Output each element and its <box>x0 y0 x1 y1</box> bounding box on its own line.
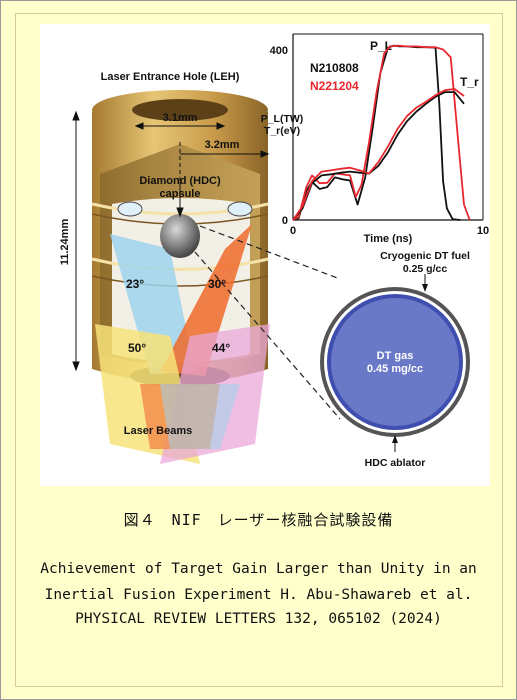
zoom-line-top <box>199 225 341 280</box>
pulse-chart: 0 400 0 10 Time (ns) P_L(TW) T_r(eV) N21… <box>261 33 489 245</box>
beam-23 <box>110 234 195 374</box>
fuel-label-2: 0.25 g/cc <box>403 263 448 275</box>
angle-23-label: 23° <box>126 277 144 291</box>
capsule <box>160 214 200 258</box>
window-left <box>117 201 143 217</box>
leh-opening <box>132 99 228 121</box>
x-axis-label: Time (ns) <box>364 233 413 245</box>
series-line-3 <box>292 88 465 221</box>
capsule-cross-section <box>320 274 470 452</box>
beams-label: Laser Beams <box>124 425 193 437</box>
angle-30-label: 30° <box>208 277 226 291</box>
series-line-2 <box>292 91 465 221</box>
ablator-pointer-arrow <box>392 435 398 443</box>
figure-caption: 図４ NIF レーザー核融合試験設備 <box>123 511 394 529</box>
series-layer <box>292 44 471 221</box>
angle-44-label: 44° <box>212 341 230 355</box>
dimension-lines <box>72 110 270 372</box>
window-right <box>227 201 253 217</box>
dim-height-label: 11.24mm <box>59 219 71 266</box>
fuel-pointer-arrow <box>422 284 428 292</box>
angle-50-label: 50° <box>128 341 146 355</box>
citation-line-1: Achievement of Target Gain Larger than U… <box>40 561 477 577</box>
dim-leh-arrow-right <box>216 122 226 130</box>
dim-height-arrow-bottom <box>72 361 80 372</box>
y-axis-label-power: P_L(TW) <box>261 113 304 125</box>
figure-panel: Laser Entrance Hole (LEH) 3.1mm 3.2mm 11… <box>40 24 490 486</box>
beam-bottom-blue <box>160 384 240 449</box>
ring-middle-shadow <box>91 275 269 287</box>
diagram-labels: Laser Entrance Hole (LEH) 3.1mm 3.2mm 11… <box>59 71 470 469</box>
legend-n221204: N221204 <box>310 79 359 93</box>
gas-label-2: 0.45 mg/cc <box>367 363 423 375</box>
capsule-label-1: Diamond (HDC) <box>139 175 221 187</box>
dim-diam-arrow <box>260 150 270 158</box>
dim-height-arrow-top <box>72 110 80 121</box>
citation-line-2: Inertial Fusion Experiment H. Abu-Shawar… <box>44 587 473 603</box>
y-tick-0: 0 <box>282 215 288 227</box>
annotation-pl: P_L <box>370 39 392 53</box>
beam-30 <box>160 224 252 376</box>
capsule-pointer-arrow <box>176 207 184 218</box>
annotation-tr: T_r <box>460 75 479 89</box>
fuel-label-1: Cryogenic DT fuel <box>380 250 470 262</box>
y-axis-label-temp: T_r(eV) <box>264 125 300 137</box>
capsule-label-2: capsule <box>160 188 201 200</box>
laser-beams <box>95 224 270 464</box>
x-tick-10: 10 <box>477 225 489 237</box>
y-tick-400: 400 <box>270 45 288 57</box>
dt-gas <box>331 298 459 426</box>
x-tick-0: 0 <box>290 225 296 237</box>
ring-middle <box>91 257 269 271</box>
dim-leh-label: 3.1mm <box>163 112 198 124</box>
dim-leh-arrow-left <box>134 122 144 130</box>
leh-label: Laser Entrance Hole (LEH) <box>101 71 240 83</box>
citation-line-3: PHYSICAL REVIEW LETTERS 132, 065102 (202… <box>75 611 442 627</box>
legend-n210808: N210808 <box>310 61 359 75</box>
gas-label-1: DT gas <box>377 350 414 362</box>
ablator-label: HDC ablator <box>365 457 426 469</box>
zoom-line-bottom <box>194 251 341 420</box>
nif-figure: Laser Entrance Hole (LEH) 3.1mm 3.2mm 11… <box>59 33 489 469</box>
dim-diam-label: 3.2mm <box>205 139 240 151</box>
series-line-1 <box>292 44 471 221</box>
